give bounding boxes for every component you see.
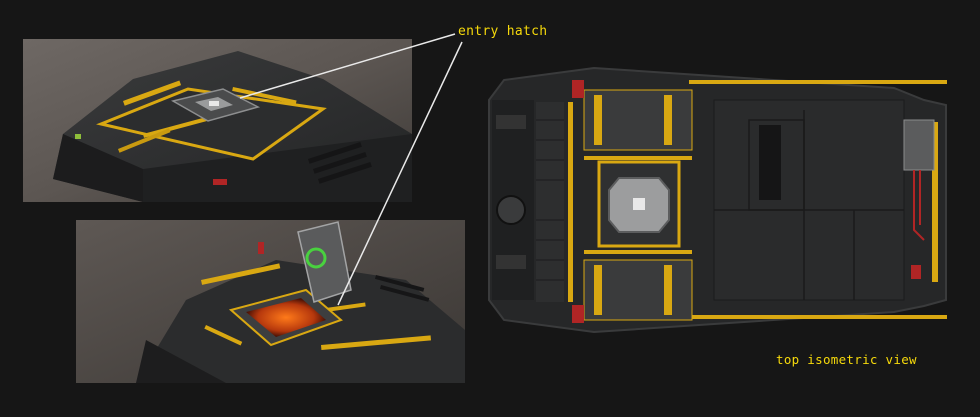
entry-hatch-closed — [170, 88, 261, 122]
entry-hatch-top — [597, 160, 681, 248]
entry-hatch-open — [228, 221, 352, 347]
render-top-view — [484, 60, 957, 339]
yellow-deck-trim — [568, 80, 947, 319]
entry-hatch-label: entry hatch — [458, 24, 548, 39]
render-hatch-open — [76, 220, 465, 383]
hatch-status-light-icon — [305, 247, 327, 269]
top-view-label: top isometric view — [776, 352, 917, 367]
yellow-deck-trim — [96, 80, 327, 161]
